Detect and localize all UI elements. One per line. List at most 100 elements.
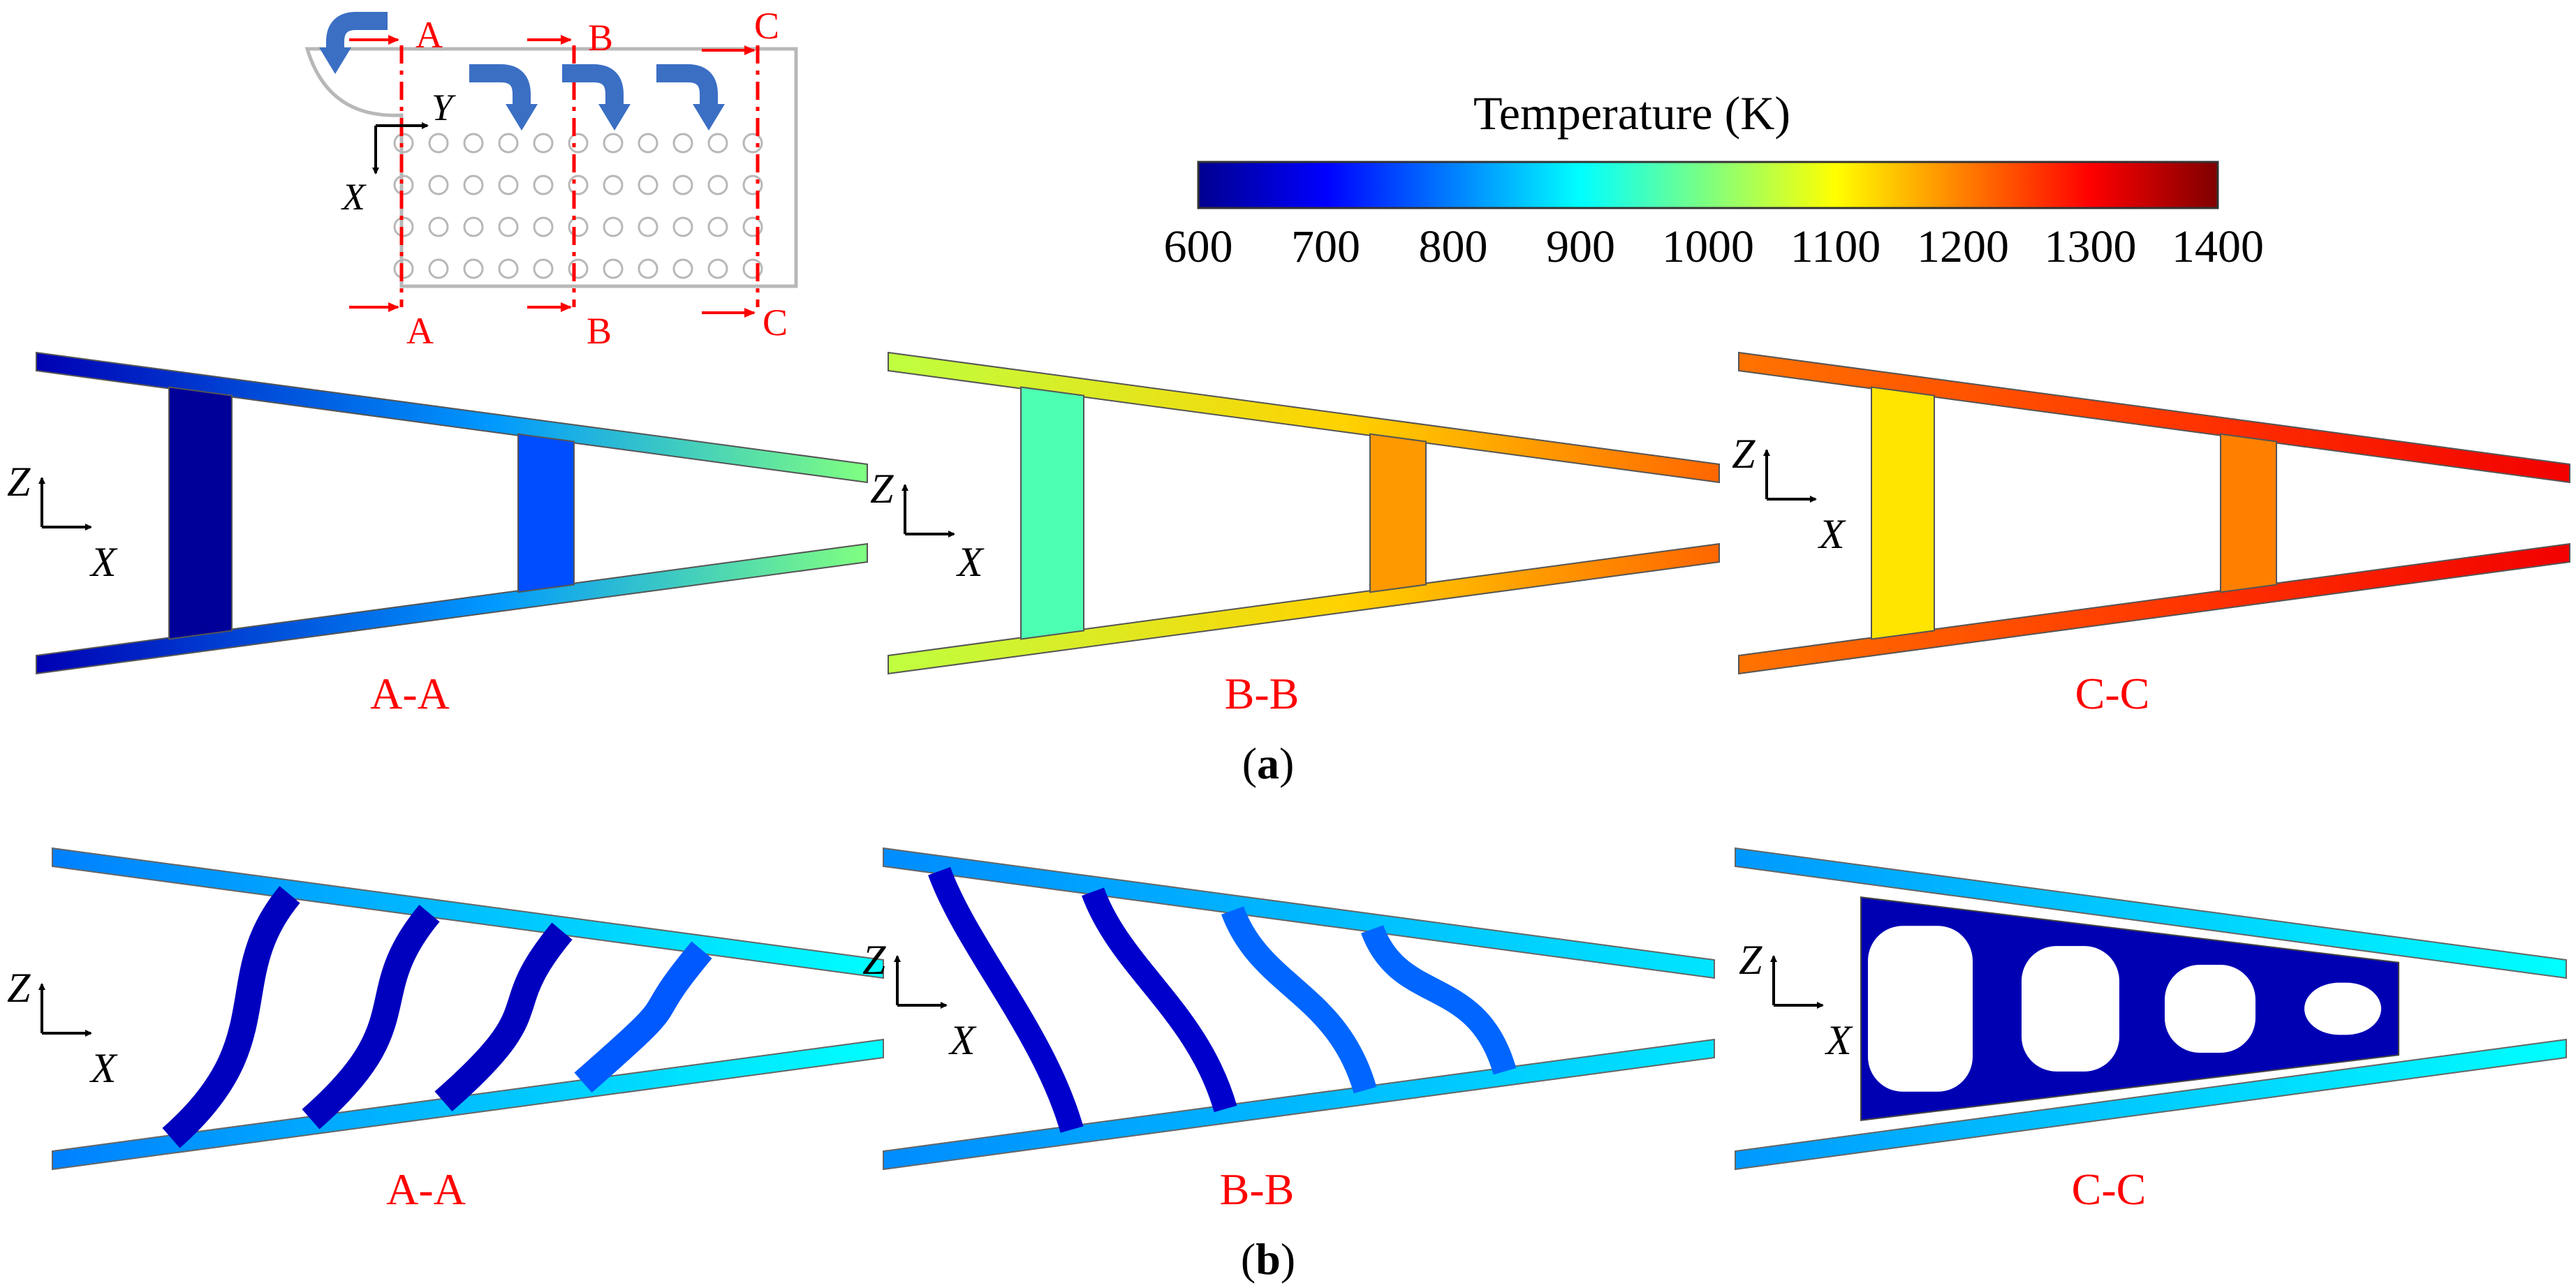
colorbar-tick-label: 1300 bbox=[2045, 221, 2137, 272]
coolant-flow-arrow-icon bbox=[656, 64, 725, 131]
cooling-hole bbox=[568, 216, 589, 237]
lower-skin bbox=[36, 542, 868, 675]
cooling-hole bbox=[498, 175, 519, 195]
section-label: C-C bbox=[2075, 669, 2150, 718]
schematic-y-axis-label: Y bbox=[432, 87, 456, 128]
lower-skin bbox=[888, 542, 1720, 675]
cooling-hole bbox=[393, 133, 414, 154]
cooling-hole bbox=[603, 258, 624, 279]
coolant-flow-arrow-icon bbox=[469, 64, 538, 131]
cooling-hole bbox=[638, 216, 658, 237]
cooling-hole bbox=[603, 175, 624, 195]
z-axis-label: Z bbox=[862, 937, 886, 983]
colorbar-tick-label: 900 bbox=[1546, 221, 1615, 272]
cooling-hole bbox=[672, 175, 693, 195]
cooling-hole bbox=[568, 175, 589, 195]
upper-skin bbox=[52, 847, 884, 979]
curved-rib bbox=[302, 905, 440, 1130]
colorbar-tick-label: 1100 bbox=[1790, 221, 1881, 272]
cooling-hole bbox=[568, 133, 589, 154]
lower-skin bbox=[1738, 542, 2570, 675]
cooling-hole bbox=[603, 133, 624, 154]
cooling-hole bbox=[428, 216, 449, 237]
coolant-flow-arrows bbox=[319, 12, 725, 131]
cooling-hole bbox=[742, 133, 763, 154]
cooling-hole bbox=[463, 216, 484, 237]
section-b-panel: A-A bbox=[52, 847, 884, 1214]
colorbar-tick-label: 700 bbox=[1291, 221, 1360, 272]
schematic: A B C A B C Y X bbox=[304, 5, 798, 352]
cooling-hole bbox=[533, 216, 554, 237]
schematic-x-axis-label: X bbox=[341, 176, 367, 218]
x-axis-label: X bbox=[89, 1045, 118, 1091]
curved-rib bbox=[1221, 906, 1377, 1094]
z-x-axis-triad: ZX bbox=[870, 466, 985, 585]
cooling-hole bbox=[533, 133, 554, 154]
section-letter-a-bottom: A bbox=[406, 310, 434, 352]
cooling-hole-grid bbox=[393, 133, 763, 279]
curved-rib bbox=[1361, 924, 1517, 1075]
curved-rib bbox=[162, 886, 300, 1148]
lower-skin bbox=[52, 1038, 884, 1171]
section-b-panel: C-C bbox=[1735, 847, 2567, 1214]
section-letter-c-bottom: C bbox=[763, 302, 788, 343]
curved-rib bbox=[928, 866, 1084, 1133]
strut bbox=[1369, 433, 1427, 593]
upper-skin bbox=[1735, 847, 2567, 979]
z-x-axis-triad: ZX bbox=[1732, 431, 1846, 557]
cooling-hole bbox=[742, 216, 763, 237]
colorbar-title: Temperature (K) bbox=[1473, 87, 1790, 140]
section-letter-c-top: C bbox=[754, 5, 779, 47]
cooling-hole bbox=[707, 258, 728, 279]
cooling-hole bbox=[428, 175, 449, 195]
curved-rib bbox=[1082, 887, 1237, 1113]
panel-label-a-letter: a bbox=[1257, 739, 1279, 788]
cooling-hole bbox=[393, 216, 414, 237]
cooling-hole bbox=[672, 258, 693, 279]
colorbar-gradient bbox=[1197, 161, 2219, 209]
lower-skin bbox=[1735, 1038, 2567, 1171]
z-axis-label: Z bbox=[7, 965, 31, 1011]
x-axis-label: X bbox=[1825, 1017, 1853, 1063]
coolant-flow-arrow-icon bbox=[562, 64, 631, 131]
panel-label-a: (a) bbox=[1242, 739, 1295, 788]
section-letter-a-top: A bbox=[415, 14, 443, 56]
strut bbox=[1871, 386, 1935, 640]
section-letter-b-bottom: B bbox=[587, 310, 612, 352]
x-axis-label: X bbox=[948, 1017, 977, 1063]
panel-label-b-letter: b bbox=[1256, 1234, 1281, 1284]
cooling-hole bbox=[672, 216, 693, 237]
colorbar-tick-label: 1200 bbox=[1917, 221, 2009, 272]
section-label: B-B bbox=[1225, 669, 1300, 718]
section-label: A-A bbox=[370, 669, 450, 718]
lattice-core bbox=[1860, 896, 2399, 1121]
z-x-axis-triad: ZX bbox=[7, 965, 118, 1091]
cooling-hole bbox=[707, 175, 728, 195]
cooling-hole bbox=[393, 175, 414, 195]
cooling-hole bbox=[463, 258, 484, 279]
cooling-hole bbox=[463, 133, 484, 154]
x-axis-label: X bbox=[1818, 511, 1846, 557]
cooling-hole bbox=[638, 133, 658, 154]
cooling-hole bbox=[498, 258, 519, 279]
cooling-hole bbox=[638, 175, 658, 195]
cooling-hole bbox=[742, 258, 763, 279]
cooling-hole bbox=[428, 258, 449, 279]
section-a-panel: A-A bbox=[36, 351, 868, 718]
lattice-cell bbox=[2304, 982, 2381, 1035]
cooling-hole bbox=[533, 175, 554, 195]
cooling-hole bbox=[707, 133, 728, 154]
schematic-outline bbox=[304, 47, 798, 288]
cooling-hole bbox=[568, 258, 589, 279]
colorbar-tick-label: 800 bbox=[1419, 221, 1488, 272]
z-x-axis-triad: ZX bbox=[7, 459, 118, 585]
cooling-hole bbox=[638, 258, 658, 279]
z-x-axis-triad: ZX bbox=[862, 937, 977, 1063]
strut bbox=[168, 386, 233, 640]
strut bbox=[1020, 386, 1084, 640]
row-a-sections: A-A B-B C-C ZX ZX ZX bbox=[7, 351, 2570, 718]
cooling-hole bbox=[672, 133, 693, 154]
lower-skin bbox=[883, 1038, 1715, 1171]
